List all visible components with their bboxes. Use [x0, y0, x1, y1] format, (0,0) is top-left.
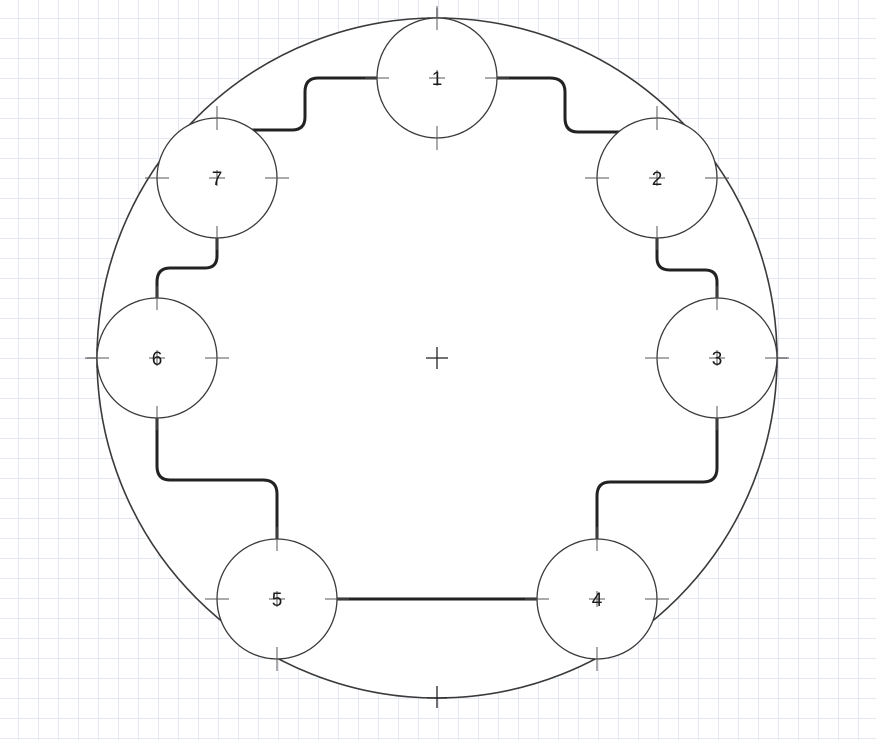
node-label: 1 — [432, 69, 443, 90]
wire-3-4[interactable] — [595, 418, 719, 540]
node-label: 2 — [652, 169, 663, 190]
wire-6-7[interactable] — [155, 238, 219, 298]
node-3[interactable]: 3 — [645, 286, 789, 430]
node-label: 7 — [212, 169, 223, 190]
node-6[interactable]: 6 — [85, 286, 229, 430]
node-7[interactable]: 7 — [145, 106, 289, 250]
wire-1-2[interactable] — [497, 76, 630, 134]
wire-2-3[interactable] — [655, 238, 719, 298]
node-5[interactable]: 5 — [205, 527, 349, 671]
wire-5-6[interactable] — [155, 418, 279, 540]
node-4[interactable]: 4 — [525, 527, 669, 671]
node-label: 6 — [152, 349, 163, 370]
node-label: 3 — [712, 349, 723, 370]
node-2[interactable]: 2 — [585, 106, 729, 250]
connector-wires — [155, 76, 719, 601]
node-label: 4 — [592, 590, 603, 611]
node-1[interactable]: 1 — [365, 6, 509, 150]
node-label: 5 — [272, 590, 283, 611]
center-crosshair-icon — [426, 347, 448, 369]
wire-7-1[interactable] — [230, 76, 377, 132]
